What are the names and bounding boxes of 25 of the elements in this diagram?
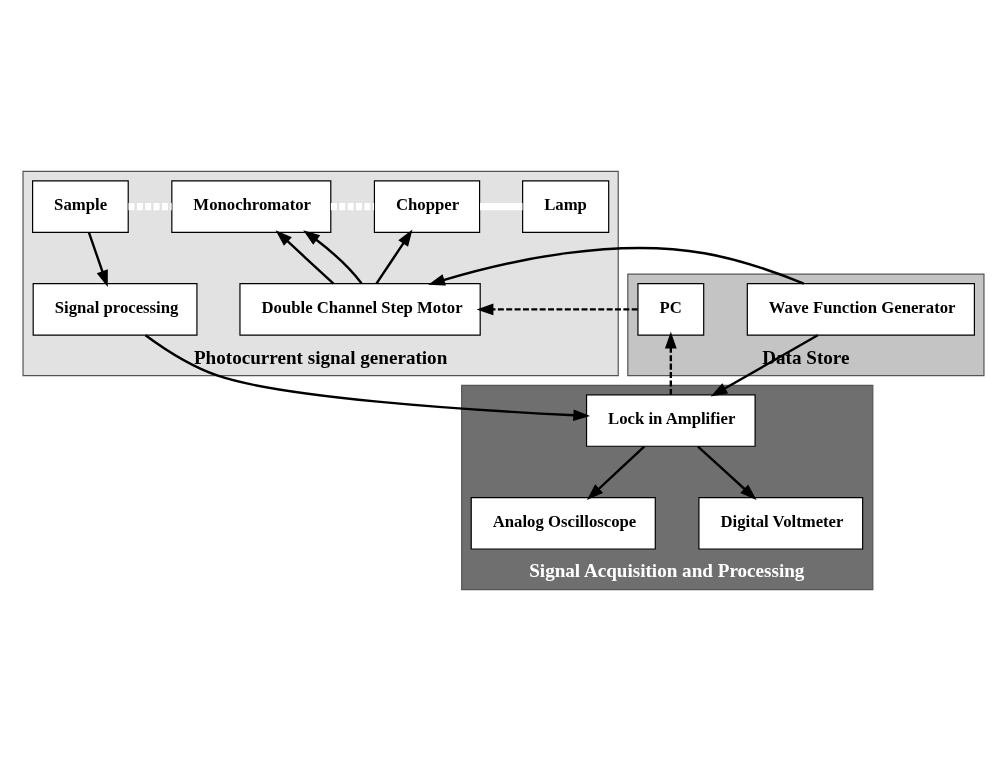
arrow xyxy=(664,331,677,395)
node-box: Lamp xyxy=(522,179,610,233)
arrow xyxy=(303,229,363,284)
connector xyxy=(128,202,172,210)
node-box: Wave Function Generator xyxy=(746,282,975,336)
arrow xyxy=(275,229,335,285)
arrow xyxy=(476,303,638,315)
node-box: Lock in Amplifier xyxy=(585,393,756,447)
arrow xyxy=(710,333,819,397)
node-box: Double Channel Step Motor xyxy=(239,282,481,336)
node-box: Monochromator xyxy=(171,179,332,233)
node-box: Digital Voltmeter xyxy=(698,496,864,550)
connector xyxy=(480,202,523,210)
connector xyxy=(330,202,375,210)
arrow xyxy=(428,246,805,285)
arrow xyxy=(144,333,591,421)
node-box: PC xyxy=(637,282,705,336)
arrow xyxy=(697,445,757,500)
node-box: Sample xyxy=(32,179,129,233)
arrow xyxy=(375,229,413,284)
node-box: Signal processing xyxy=(32,282,198,336)
node-box: Chopper xyxy=(373,179,481,233)
arrow xyxy=(586,445,646,500)
arrow xyxy=(87,231,108,287)
node-box: Analog Oscilloscope xyxy=(470,496,656,550)
